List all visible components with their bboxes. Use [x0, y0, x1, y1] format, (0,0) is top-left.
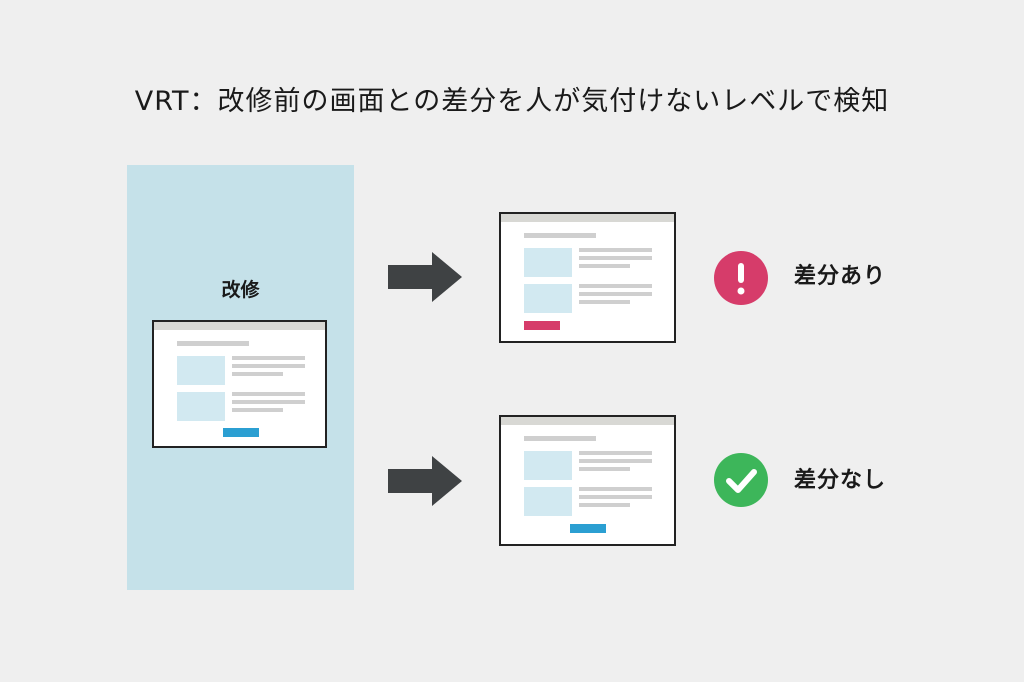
screen-text-line — [579, 264, 630, 268]
screen-text-line — [579, 256, 652, 260]
screen-text-line — [579, 284, 652, 288]
screen-text-line — [232, 400, 305, 404]
screen-text-line — [579, 459, 652, 463]
screen-text-line — [232, 392, 305, 396]
screen-heading-line — [524, 436, 596, 441]
result-screen-diff — [499, 212, 676, 343]
exclamation-icon — [714, 251, 768, 305]
screen-text-line — [579, 292, 652, 296]
screen-text-line — [579, 451, 652, 455]
screen-titlebar — [501, 214, 674, 222]
source-label: 改修 — [221, 279, 260, 301]
screen-button — [223, 428, 259, 437]
screen-heading-line — [177, 341, 249, 346]
screen-button-changed — [524, 321, 560, 330]
screen-text-line — [579, 467, 630, 471]
screen-text-line — [232, 372, 283, 376]
screen-text-line — [579, 300, 630, 304]
screen-image-placeholder — [177, 392, 225, 421]
screen-text-line — [579, 248, 652, 252]
screen-titlebar — [501, 417, 674, 425]
screen-image-placeholder — [177, 356, 225, 385]
screen-text-line — [232, 356, 305, 360]
screen-text-line — [579, 487, 652, 491]
screen-heading-line — [524, 233, 596, 238]
diagram-title: VRT：改修前の画面との差分を人が気付けないレベルで検知 — [134, 86, 890, 117]
result-screen-nodiff — [499, 415, 676, 546]
screen-text-line — [232, 408, 283, 412]
status-label-nodiff: 差分なし — [794, 468, 887, 493]
screen-image-placeholder — [524, 284, 572, 313]
screen-titlebar — [154, 322, 325, 330]
arrow-right-icon — [388, 456, 462, 506]
status-label-diff: 差分あり — [794, 264, 887, 289]
screen-text-line — [232, 364, 305, 368]
screen-image-placeholder — [524, 451, 572, 480]
source-screen — [152, 320, 327, 448]
arrow-right-icon — [388, 252, 462, 302]
screen-button — [570, 524, 606, 533]
screen-image-placeholder — [524, 487, 572, 516]
screen-text-line — [579, 495, 652, 499]
screen-text-line — [579, 503, 630, 507]
screen-image-placeholder — [524, 248, 572, 277]
check-icon — [714, 453, 768, 507]
